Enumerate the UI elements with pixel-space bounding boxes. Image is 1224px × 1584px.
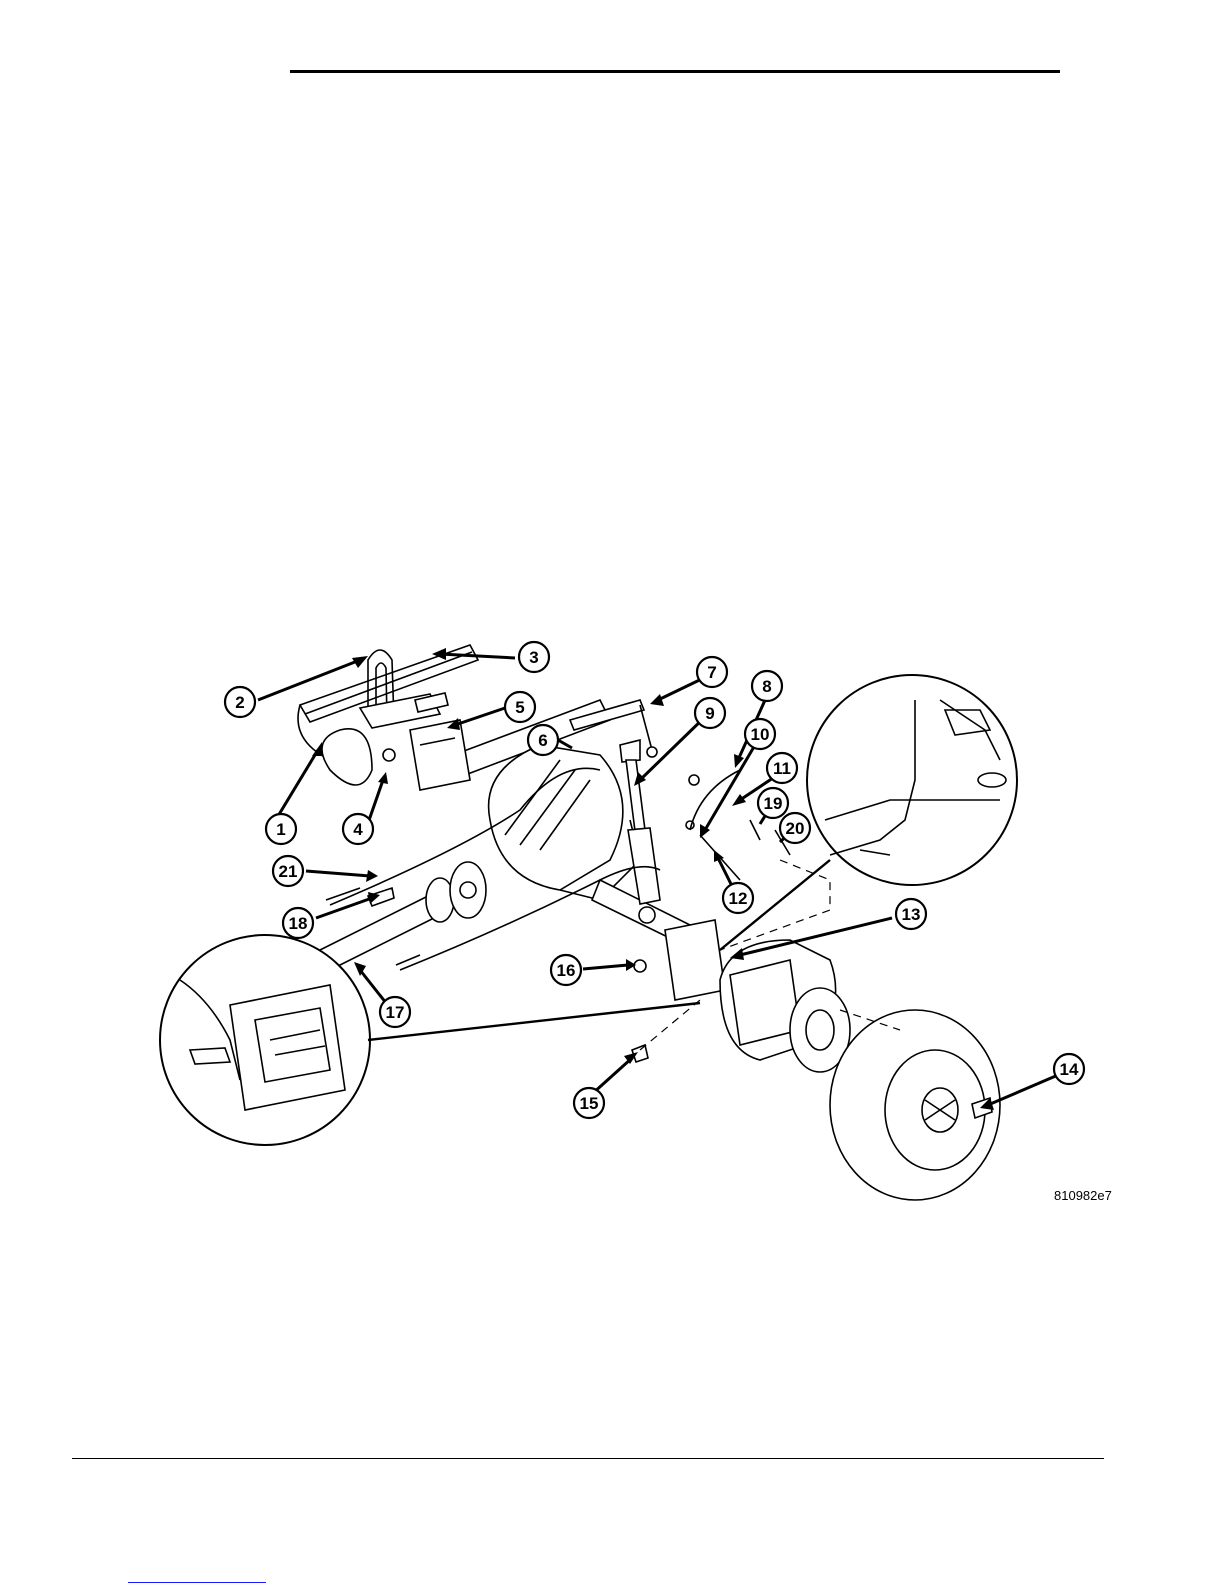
svg-text:6: 6 <box>538 731 547 750</box>
svg-text:17: 17 <box>386 1003 405 1022</box>
callout-11: 11 <box>767 753 797 783</box>
callout-8: 8 <box>752 671 782 701</box>
svg-text:21: 21 <box>279 862 298 881</box>
callout-13: 13 <box>896 899 926 929</box>
callout-16: 16 <box>551 955 581 985</box>
svg-text:2: 2 <box>235 693 244 712</box>
callout-15: 15 <box>574 1088 604 1118</box>
callout-18: 18 <box>283 908 313 938</box>
footer-rule <box>72 1458 1104 1459</box>
callout-5: 5 <box>505 692 535 722</box>
caliper-hub-assembly <box>665 920 850 1072</box>
footer-link-underline[interactable] <box>128 1582 266 1583</box>
callout-9: 9 <box>695 698 725 728</box>
callout-3: 3 <box>519 642 549 672</box>
figure-id: 810982e7 <box>1054 1188 1112 1203</box>
callout-21: 21 <box>273 856 303 886</box>
caliper-detail-inset <box>160 935 370 1145</box>
callout-4: 4 <box>343 814 373 844</box>
svg-text:15: 15 <box>580 1094 599 1113</box>
svg-text:10: 10 <box>751 725 770 744</box>
callout-20: 20 <box>780 813 810 843</box>
svg-text:8: 8 <box>762 677 771 696</box>
callout-2: 2 <box>225 687 255 717</box>
callout-7: 7 <box>697 657 727 687</box>
svg-text:4: 4 <box>353 820 363 839</box>
callout-10: 10 <box>745 719 775 749</box>
callout-6: 6 <box>528 725 558 755</box>
svg-text:13: 13 <box>902 905 921 924</box>
callout-17: 17 <box>380 997 410 1027</box>
svg-text:14: 14 <box>1060 1060 1079 1079</box>
svg-text:18: 18 <box>289 914 308 933</box>
svg-text:1: 1 <box>276 820 285 839</box>
differential <box>489 745 640 900</box>
svg-text:11: 11 <box>773 759 791 778</box>
svg-text:19: 19 <box>764 794 783 813</box>
callout-12: 12 <box>723 883 753 913</box>
svg-text:9: 9 <box>705 704 714 723</box>
callout-14: 14 <box>1054 1054 1084 1084</box>
callout-1: 1 <box>266 814 296 844</box>
svg-text:20: 20 <box>786 819 805 838</box>
brake-line-detail-inset <box>807 675 1017 885</box>
svg-text:12: 12 <box>729 889 748 908</box>
propeller-shaft <box>320 862 486 970</box>
callout-19: 19 <box>758 788 788 818</box>
svg-text:16: 16 <box>557 961 576 980</box>
svg-text:7: 7 <box>707 663 716 682</box>
svg-text:5: 5 <box>515 698 524 717</box>
svg-text:3: 3 <box>529 648 538 667</box>
